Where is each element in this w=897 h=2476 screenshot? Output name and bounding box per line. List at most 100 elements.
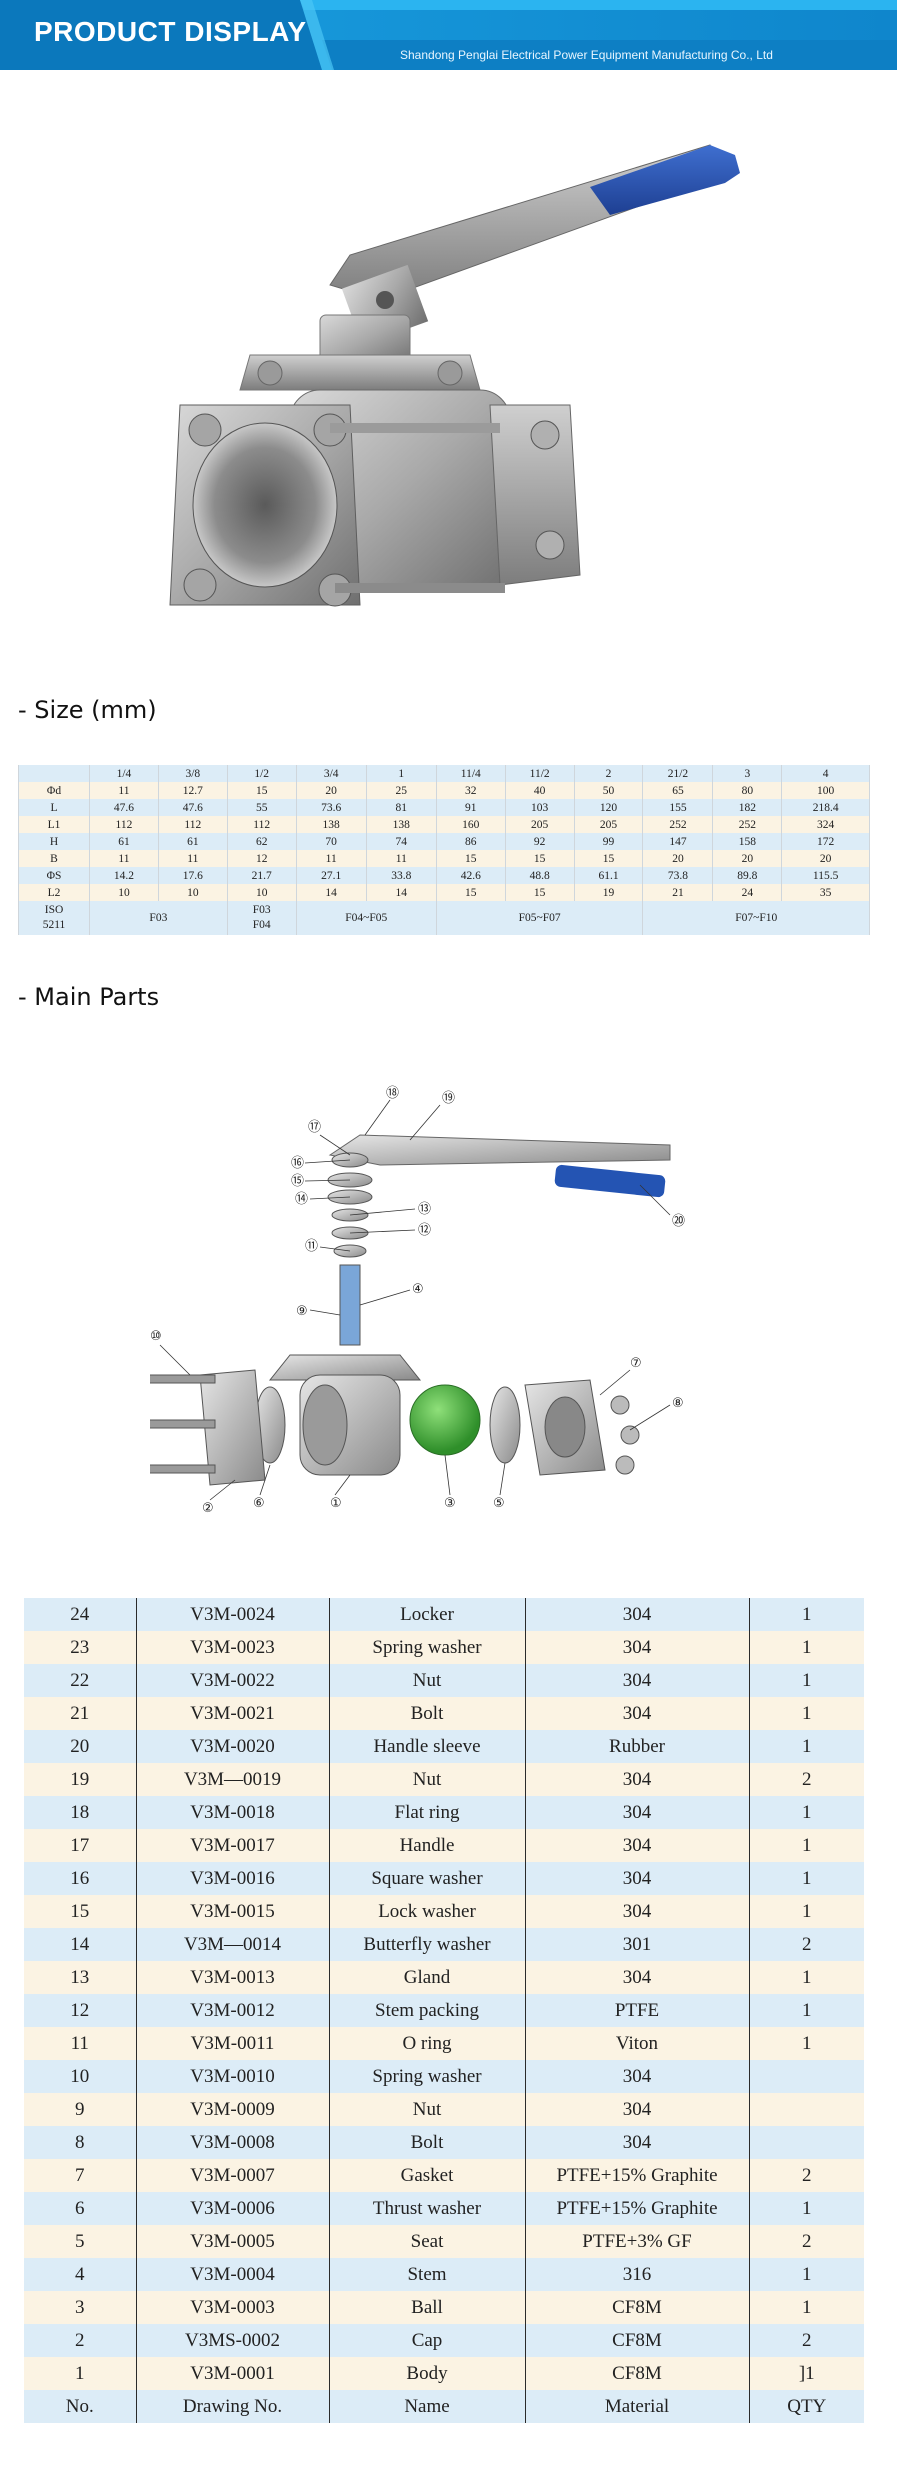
part-material: 304 [525,1862,750,1895]
table-cell: L2 [18,884,90,901]
part-name: Nut [329,1664,526,1697]
iso-flange: F04 [252,919,271,931]
callout-label: ⑪ [305,1239,318,1254]
callout-label: ① [330,1496,342,1511]
table-cell: 47.6 [157,799,228,816]
table-cell: 17.6 [157,867,228,884]
drawing-no: V3M-0005 [136,2225,330,2258]
table-cell: 27.1 [295,867,367,884]
part-material: PTFE [525,1994,750,2027]
part-material: 304 [525,1895,750,1928]
ball-valve-photo [169,144,740,607]
part-qty: 1 [749,2192,864,2225]
column-header: No. [24,2390,137,2423]
part-material: 304 [525,1631,750,1664]
table-row: 1/4 3/8 1/2 3/4 1 11/4 11/2 2 21/2 3 4 [18,765,870,782]
part-name: Bolt [329,2126,526,2159]
table-cell: 92 [504,833,575,850]
callout-label: ② [202,1501,214,1515]
part-qty: 2 [749,1763,864,1796]
part-no: 4 [24,2258,137,2291]
part-material: 304 [525,1829,750,1862]
part-material: CF8M [525,2324,750,2357]
drawing-no: V3M-0021 [136,1697,330,1730]
drawing-no: V3M-0020 [136,1730,330,1763]
table-cell: 14 [295,884,367,901]
part-no: 11 [24,2027,137,2060]
table-cell: F04~F05 [295,901,437,935]
table-cell: 32 [435,782,506,799]
part-name: Spring washer [329,1631,526,1664]
table-row: Φd 11 12.7 15 20 25 32 40 50 65 80 100 [18,782,870,799]
part-material: 304 [525,1697,750,1730]
part-name: Body [329,2357,526,2390]
part-qty: 1 [749,1796,864,1829]
table-cell: 11/4 [435,765,506,782]
part-material: 304 [525,2060,750,2093]
table-cell: 10 [226,884,297,901]
part-qty: ]1 [749,2357,864,2390]
part-no: 2 [24,2324,137,2357]
table-cell: ISO 5211 [18,901,90,935]
part-name: Flat ring [329,1796,526,1829]
table-cell: 112 [89,816,159,833]
part-qty: 1 [749,1994,864,2027]
part-material: PTFE+15% Graphite [525,2192,750,2225]
table-cell: 70 [295,833,367,850]
iso-label: 5211 [42,919,66,931]
part-no: 19 [24,1763,137,1796]
table-cell: 205 [573,816,644,833]
exploded-view-diagram: ① ② ③ ④ ⑤ ⑥ ⑦ ⑧ ⑨ ⑩ ⑪ ⑫ ⑬ ⑭ ⑮ ⑯ ⑰ ⑱ ⑲ ⑳ [150,1086,685,1515]
part-name: Gland [329,1961,526,1994]
callout-label: ④ [412,1282,424,1297]
callout-label: ⑳ [672,1214,685,1229]
part-material: Viton [525,2027,750,2060]
table-cell: 21/2 [642,765,714,782]
callout-label: ⑩ [150,1329,162,1344]
table-cell: ΦS [18,867,90,884]
table-cell: 15 [226,782,297,799]
iso-label: ISO [44,904,64,916]
drawing-no: V3M-0017 [136,1829,330,1862]
table-cell: 155 [642,799,714,816]
part-name: Stem packing [329,1994,526,2027]
drawing-no: V3M—0014 [136,1928,330,1961]
table-cell: 65 [642,782,714,799]
table-cell: 40 [504,782,575,799]
drawing-no: V3M-0006 [136,2192,330,2225]
part-qty: 1 [749,1895,864,1928]
table-cell: 14 [365,884,437,901]
part-no: 9 [24,2093,137,2126]
part-qty: 1 [749,1664,864,1697]
drawing-no: V3M-0016 [136,1862,330,1895]
table-cell: 61 [89,833,159,850]
table-cell: 4 [781,765,870,782]
drawing-no: V3M-0010 [136,2060,330,2093]
column-header: Name [329,2390,526,2423]
table-cell: F05~F07 [435,901,644,935]
part-name: Stem [329,2258,526,2291]
callout-label: ⑯ [291,1156,304,1171]
table-cell: 61 [157,833,228,850]
table-row: B 11 11 12 11 11 15 15 15 20 20 20 [18,850,870,867]
part-name: Gasket [329,2159,526,2192]
table-cell: 61.1 [573,867,644,884]
part-no: 23 [24,1631,137,1664]
table-row: ΦS 14.2 17.6 21.7 27.1 33.8 42.6 48.8 61… [18,867,870,884]
table-cell: 20 [295,782,367,799]
table-cell: 42.6 [435,867,506,884]
table-cell: 158 [712,833,783,850]
drawing-no: V3M-0013 [136,1961,330,1994]
part-no: 1 [24,2357,137,2390]
part-qty: 1 [749,2291,864,2324]
drawing-no: V3M-0003 [136,2291,330,2324]
